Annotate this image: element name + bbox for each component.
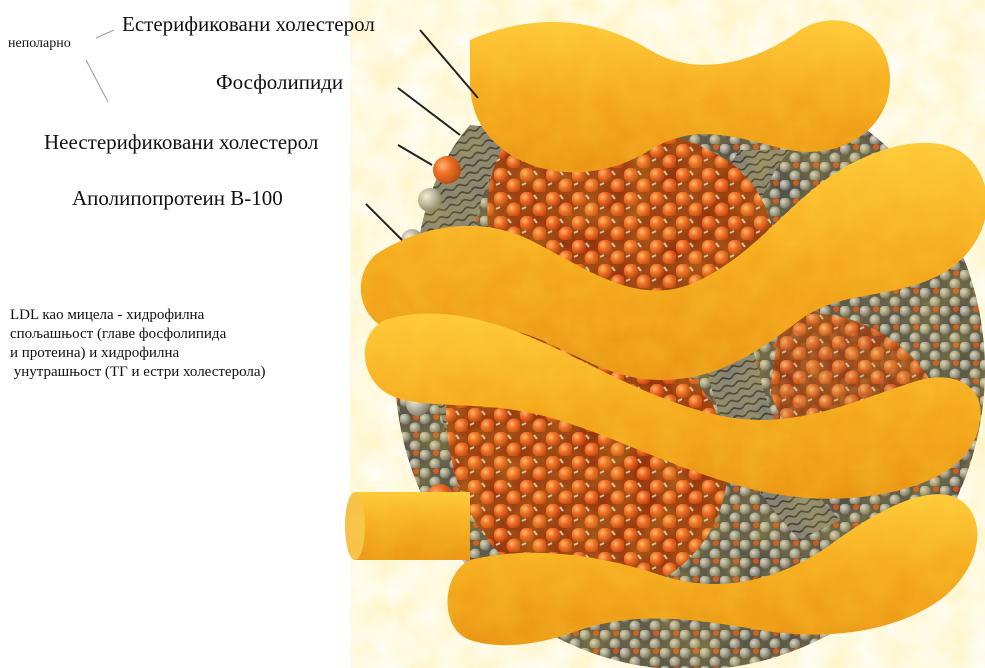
esterified-cholesterol-label: Естерификовани холестерол [122, 12, 375, 37]
apolipoprotein-ribbon [345, 0, 985, 668]
phospholipids-label: Фосфолипиди [216, 70, 343, 95]
nonpolar-label: неполарно [8, 36, 71, 52]
caption-line: унутрашњост (ТГ и естри холестерола) [10, 363, 266, 382]
ldl-caption: LDL као мицела - хидрофилна спољашњост (… [10, 306, 266, 382]
caption-line: LDL као мицела - хидрофилна [10, 306, 266, 325]
leader-line-nepolarno [86, 60, 108, 102]
caption-line: и протеина) и хидрофилна [10, 344, 266, 363]
unesterified-cholesterol-label: Неестерификовани холестерол [44, 130, 318, 155]
caption-line: спољашњост (главе фосфолипида [10, 325, 266, 344]
leader-tick-nepolarno [96, 30, 114, 38]
apolipoprotein-label: Аполипопротеин B-100 [72, 186, 283, 211]
